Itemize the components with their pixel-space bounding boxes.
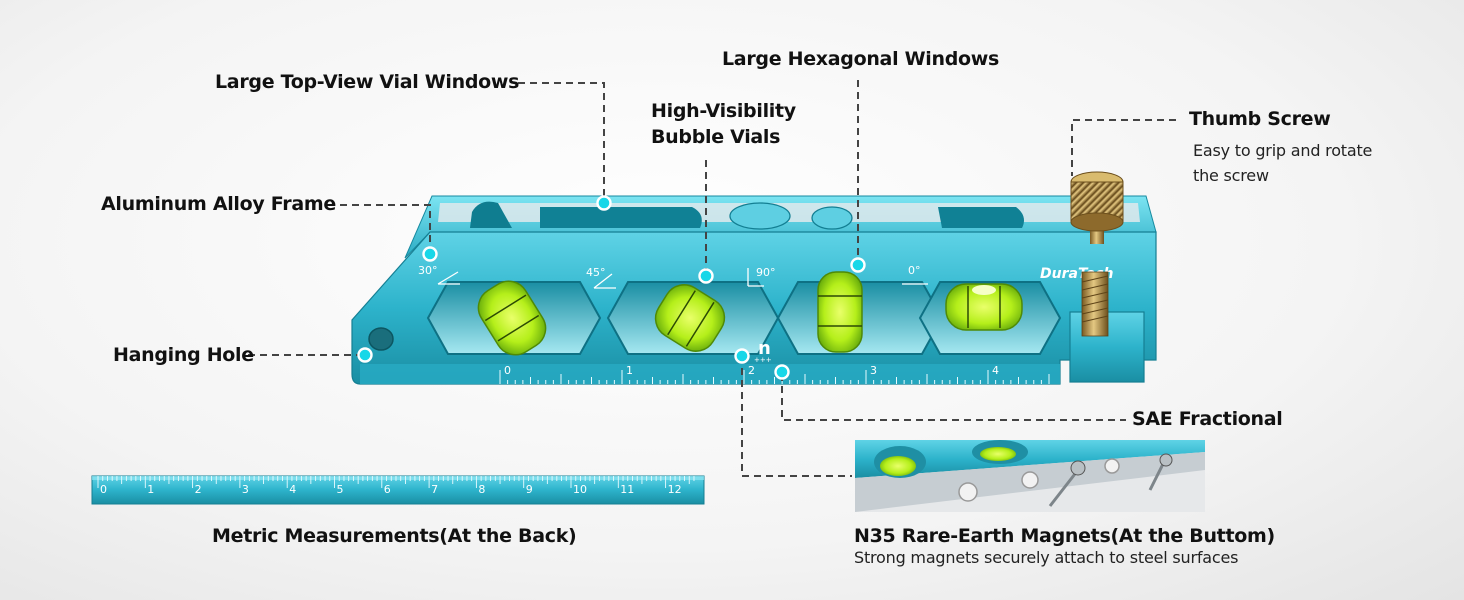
bubble-vials — [477, 271, 1023, 356]
inch-mark: 0 — [504, 364, 511, 377]
label-bubble-vials-2: Bubble Vials — [651, 126, 781, 148]
angle-label-90: 90° — [756, 266, 776, 279]
magnets-desc: Strong magnets securely attach to steel … — [854, 548, 1239, 567]
magnet-inset-photo — [855, 440, 1205, 512]
magnet-sub: +++ — [754, 356, 772, 364]
thumb-screw-desc-1: Easy to grip and rotate — [1193, 141, 1373, 160]
screws-icon — [1048, 461, 1166, 507]
label-hanging-hole: Hanging Hole — [113, 344, 254, 366]
callout-dots — [357, 195, 866, 380]
hanging-hole — [368, 327, 394, 351]
metric-mark: 3 — [242, 483, 249, 496]
label-hexagonal-windows: Large Hexagonal Windows — [722, 48, 1000, 70]
metric-mark: 4 — [289, 483, 296, 496]
metric-mark: 9 — [526, 483, 533, 496]
inch-ruler: 0 1 2 3 4 — [499, 364, 1050, 384]
angle-label-45: 45° — [586, 266, 606, 279]
label-magnets: N35 Rare-Earth Magnets(At the Buttom) — [854, 525, 1275, 547]
inch-mark: 2 — [748, 364, 755, 377]
metric-mark: 6 — [384, 483, 391, 496]
metric-mark: 2 — [195, 483, 202, 496]
magnet-icon: n — [758, 338, 771, 359]
metric-mark: 11 — [620, 483, 634, 496]
metric-mark: 8 — [478, 483, 485, 496]
metric-mark: 5 — [337, 483, 344, 496]
angle-label-0: 0° — [908, 264, 921, 277]
metric-mark: 10 — [573, 483, 587, 496]
metric-mark: 7 — [431, 483, 438, 496]
angle-label-30: 30° — [418, 264, 438, 277]
metric-mark: 0 — [100, 483, 107, 496]
label-thumb-screw: Thumb Screw — [1189, 108, 1331, 130]
label-bubble-vials-1: High-Visibility — [651, 100, 796, 122]
label-aluminum-frame: Aluminum Alloy Frame — [101, 193, 336, 215]
label-sae-fractional: SAE Fractional — [1132, 408, 1283, 430]
inch-mark: 3 — [870, 364, 877, 377]
inch-mark: 4 — [992, 364, 999, 377]
thumb-screw — [1069, 171, 1145, 383]
top-view-windows — [470, 201, 1024, 230]
inch-mark: 1 — [626, 364, 633, 377]
label-metric-measurements: Metric Measurements(At the Back) — [212, 525, 577, 547]
metric-mark: 1 — [147, 483, 154, 496]
angle-arrows-icon — [437, 268, 928, 289]
thumb-screw-desc-2: the screw — [1193, 166, 1269, 185]
metric-mark: 12 — [668, 483, 682, 496]
label-top-view-windows: Large Top-View Vial Windows — [215, 71, 520, 93]
callout-lines — [248, 80, 1176, 477]
